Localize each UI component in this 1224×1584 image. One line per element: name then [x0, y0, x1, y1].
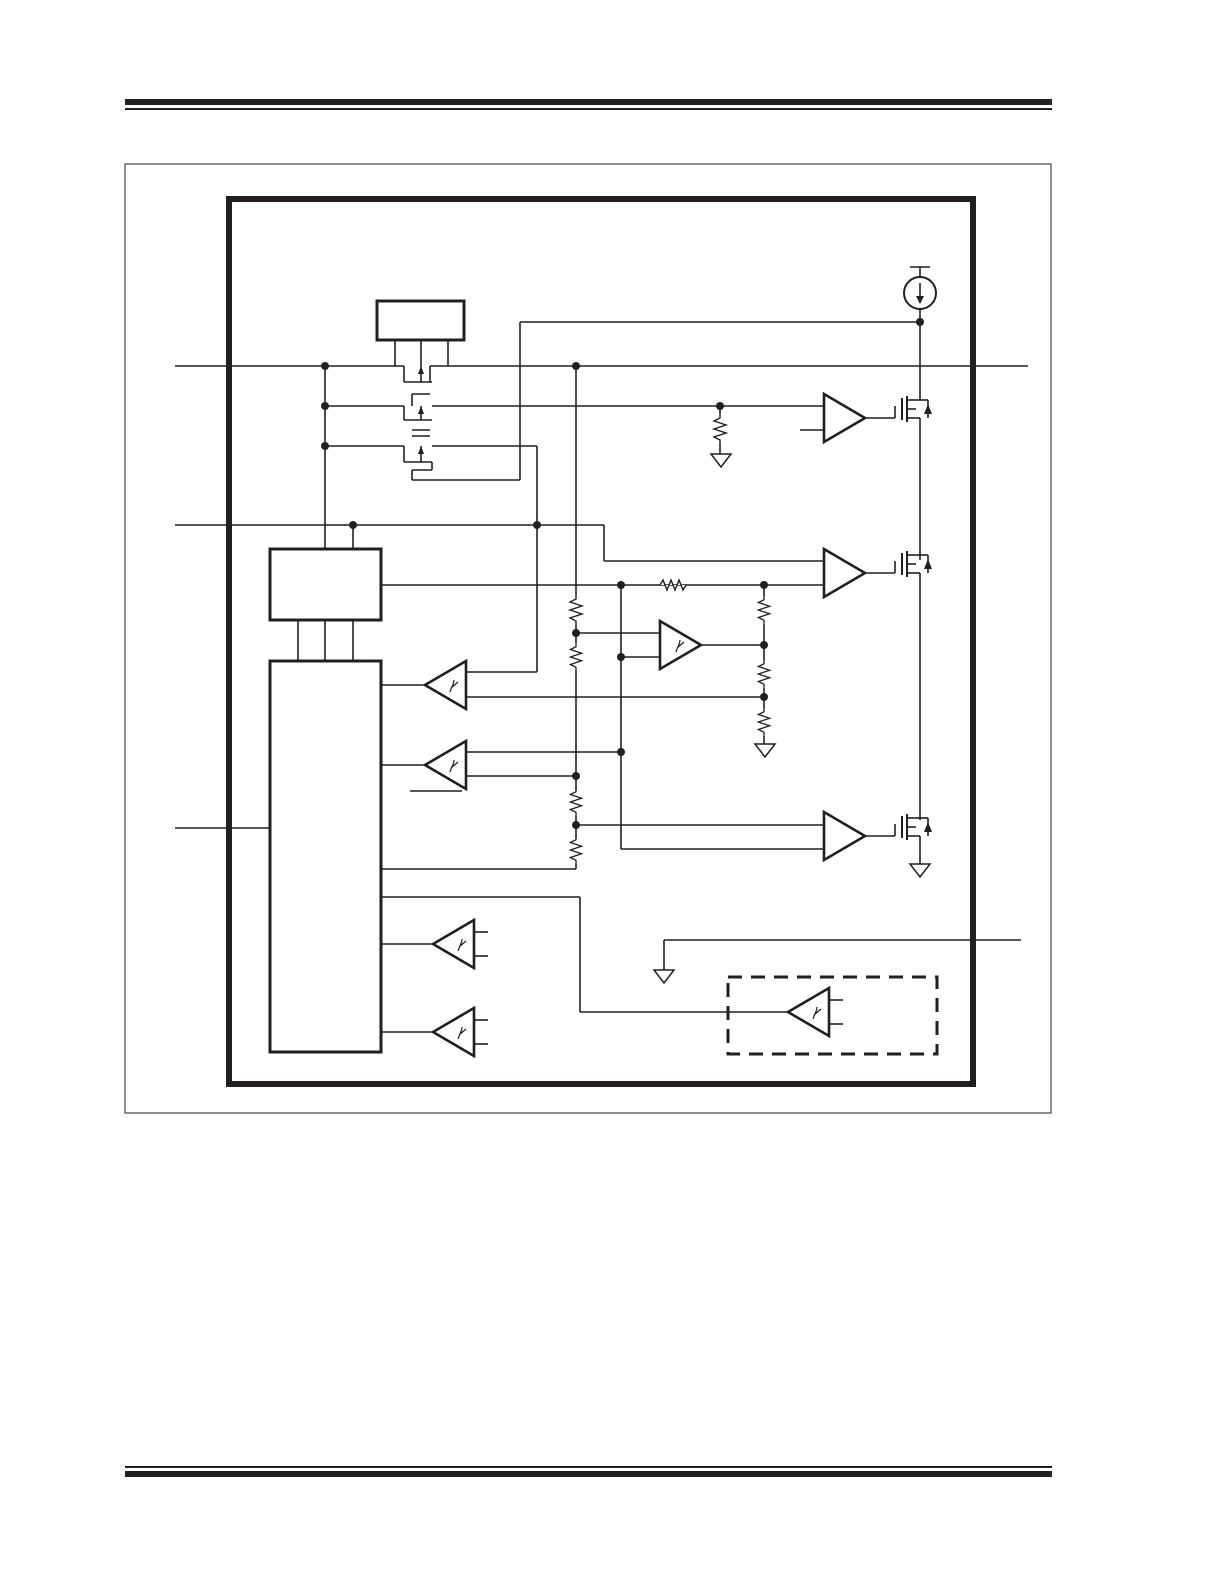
- logic-block-small: [268, 547, 824, 660]
- figure-frame: [124, 163, 1052, 1114]
- divider-ladder-right: [754, 585, 776, 758]
- gate-driver-top: [720, 391, 896, 445]
- footer-rule-thin: [125, 1466, 1052, 1468]
- comparator-4: [381, 1005, 488, 1059]
- comparator-3: [381, 917, 488, 971]
- ground-icon: [710, 453, 732, 468]
- ground-pin-line: [653, 939, 1021, 984]
- ground-icon: [909, 863, 931, 878]
- comparator-1: [381, 658, 764, 712]
- optional-block-dashed: [726, 975, 939, 1056]
- current-source-icon: [903, 266, 937, 400]
- footer-rule-thick: [125, 1471, 1052, 1477]
- header-rule-thick: [125, 99, 1052, 105]
- schmitt-trigger-icon: [576, 618, 768, 672]
- divider-ladder-left: [381, 362, 583, 870]
- mosfet-icon: [901, 396, 932, 560]
- comparator-2: [381, 738, 621, 792]
- device-boundary: [226, 196, 976, 1087]
- gate-driver-middle: [822, 546, 932, 820]
- header-rule-thin: [125, 108, 1052, 110]
- input-line-2: [175, 446, 824, 673]
- pass-switches: [321, 321, 920, 549]
- ground-icon: [653, 969, 675, 984]
- control-block-top: [375, 299, 466, 366]
- logic-block-large: [175, 659, 383, 1054]
- pulldown-resistor-top: [710, 402, 732, 468]
- lower-signal-routing: [381, 896, 788, 1013]
- ground-icon: [754, 743, 776, 758]
- gate-driver-bottom: [576, 809, 932, 878]
